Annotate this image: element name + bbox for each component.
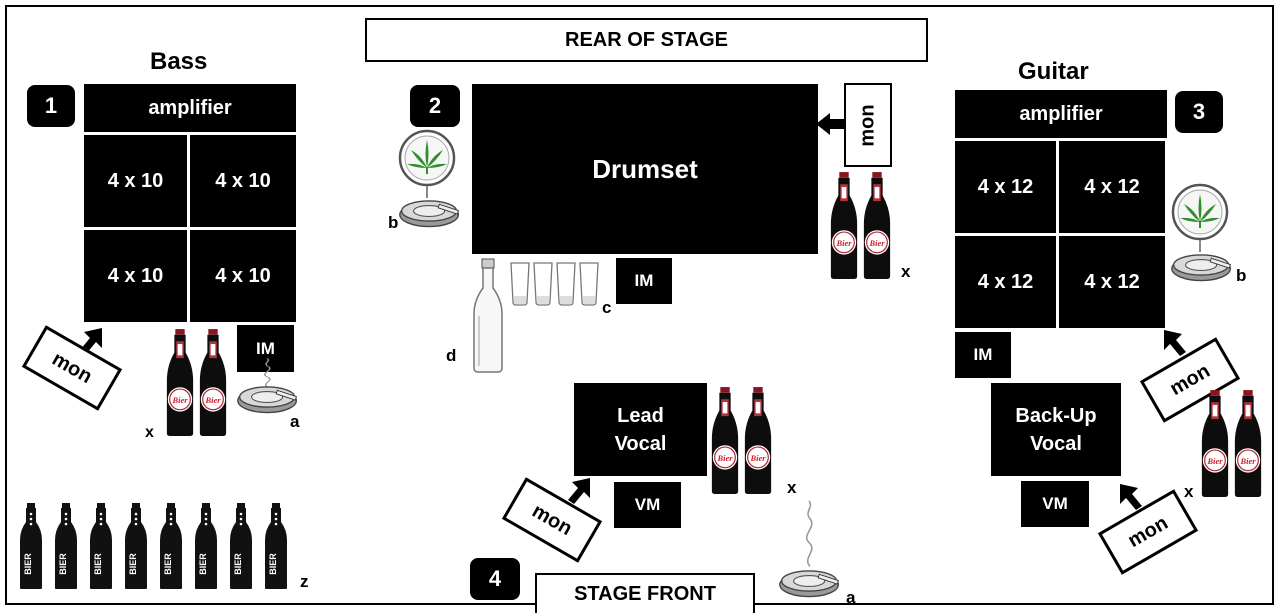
crate-bottle-label: BIER (128, 553, 138, 575)
beer-bottle-icon (829, 168, 859, 283)
shot-glass-icon (533, 262, 553, 306)
crate-bottle-label: BIER (268, 553, 278, 575)
lead-marker-a: a (846, 588, 856, 607)
ashtray-icon (778, 562, 842, 600)
lead-monitor-arrow-icon (568, 478, 590, 504)
backup-vocal-monitor: VM (1021, 481, 1089, 527)
crate-bottle-icon: BIER (158, 502, 184, 590)
drums-monitor-arrow-icon (816, 113, 846, 135)
beer-bottle-icon (1233, 386, 1263, 501)
beer-bottle-icon (1200, 386, 1230, 501)
ashtray-stand (426, 186, 428, 198)
drums-monitor-wedge: mon (844, 83, 892, 167)
crate-bottle-label: BIER (93, 553, 103, 575)
drums-number-badge: 2 (410, 85, 460, 127)
lead-vocal-label-line1: Lead (617, 404, 664, 427)
bass-cab: 4 x 10 (84, 230, 187, 322)
backup-vocal-label-line1: Back-Up (1015, 404, 1097, 427)
drums-marker-d: d (446, 346, 457, 365)
beer-bottle-icon (710, 383, 740, 498)
beer-bottle-icon (862, 168, 892, 283)
beer-crate: BIER BIER BIER BIER BIER BIER BIER BIER (18, 502, 298, 592)
crate-bottle-label: BIER (58, 553, 68, 575)
ashtray-stand (1199, 240, 1201, 252)
backup-vocal-position: Back-Up Vocal (991, 383, 1121, 476)
lead-vocal-monitor: VM (614, 482, 681, 528)
drums-in-ear-monitor: IM (616, 258, 672, 304)
smoke-icon (800, 500, 820, 568)
bass-marker-a: a (290, 412, 300, 431)
guitar-cab: 4 x 12 (955, 236, 1056, 328)
guitar-in-ear-monitor: IM (955, 332, 1011, 378)
guitar-cab: 4 x 12 (955, 141, 1056, 233)
crate-bottle-icon: BIER (88, 502, 114, 590)
bass-amplifier: amplifier (84, 84, 296, 132)
guitar-cab: 4 x 12 (1059, 236, 1165, 328)
lead-marker-x: x (787, 478, 797, 497)
guitar-monitor-arrow-icon (1164, 330, 1186, 356)
backup-marker-x: x (1184, 482, 1194, 501)
drums-monitor-label: mon (856, 103, 879, 147)
lead-vocal-position: Lead Vocal (574, 383, 707, 476)
ashtray-icon (1170, 246, 1234, 284)
cannabis-leaf-icon (397, 128, 457, 188)
bass-cab: 4 x 10 (84, 135, 187, 227)
beer-bottle-icon (198, 325, 228, 440)
crate-bottle-label: BIER (198, 553, 208, 575)
drums-marker-x: x (901, 262, 911, 281)
cannabis-leaf-icon (1170, 182, 1230, 242)
rear-of-stage-label: REAR OF STAGE (365, 18, 928, 62)
crate-bottle-icon: BIER (228, 502, 254, 590)
shot-glass-icon (510, 262, 530, 306)
liquor-bottle-icon (471, 258, 505, 374)
crate-bottle-label: BIER (163, 553, 173, 575)
bass-cab: 4 x 10 (190, 230, 296, 322)
beer-bottle-icon (743, 383, 773, 498)
guitar-marker-b: b (1236, 266, 1247, 285)
shot-glass-icon (579, 262, 599, 306)
guitar-cab: 4 x 12 (1059, 141, 1165, 233)
crate-marker-z: z (300, 572, 309, 591)
bass-number-badge: 1 (27, 85, 75, 127)
crate-bottle-icon: BIER (53, 502, 79, 590)
lead-number-badge: 4 (470, 558, 520, 600)
ashtray-icon (236, 378, 300, 416)
crate-bottle-icon: BIER (193, 502, 219, 590)
guitar-amplifier: amplifier (955, 90, 1167, 138)
stage-front-label: STAGE FRONT (535, 573, 755, 613)
backup-monitor-arrow-icon (1120, 484, 1142, 510)
crate-bottle-icon: BIER (263, 502, 289, 590)
drumset: Drumset (472, 84, 818, 254)
bass-cab: 4 x 10 (190, 135, 296, 227)
bass-title: Bass (150, 48, 208, 75)
backup-vocal-label-line2: Vocal (1030, 432, 1082, 455)
crate-bottle-label: BIER (23, 553, 33, 575)
drums-marker-b: b (388, 213, 399, 232)
shot-glass-icon (556, 262, 576, 306)
crate-bottle-icon: BIER (123, 502, 149, 590)
bass-marker-x: x (145, 424, 154, 441)
drums-marker-c: c (602, 298, 612, 317)
guitar-title: Guitar (1018, 58, 1089, 85)
crate-bottle-icon: BIER (18, 502, 44, 590)
lead-vocal-label-line2: Vocal (614, 432, 667, 455)
ashtray-icon (398, 192, 462, 230)
guitar-number-badge: 3 (1175, 91, 1223, 133)
crate-bottle-label: BIER (233, 553, 243, 575)
beer-bottle-icon (165, 325, 195, 440)
